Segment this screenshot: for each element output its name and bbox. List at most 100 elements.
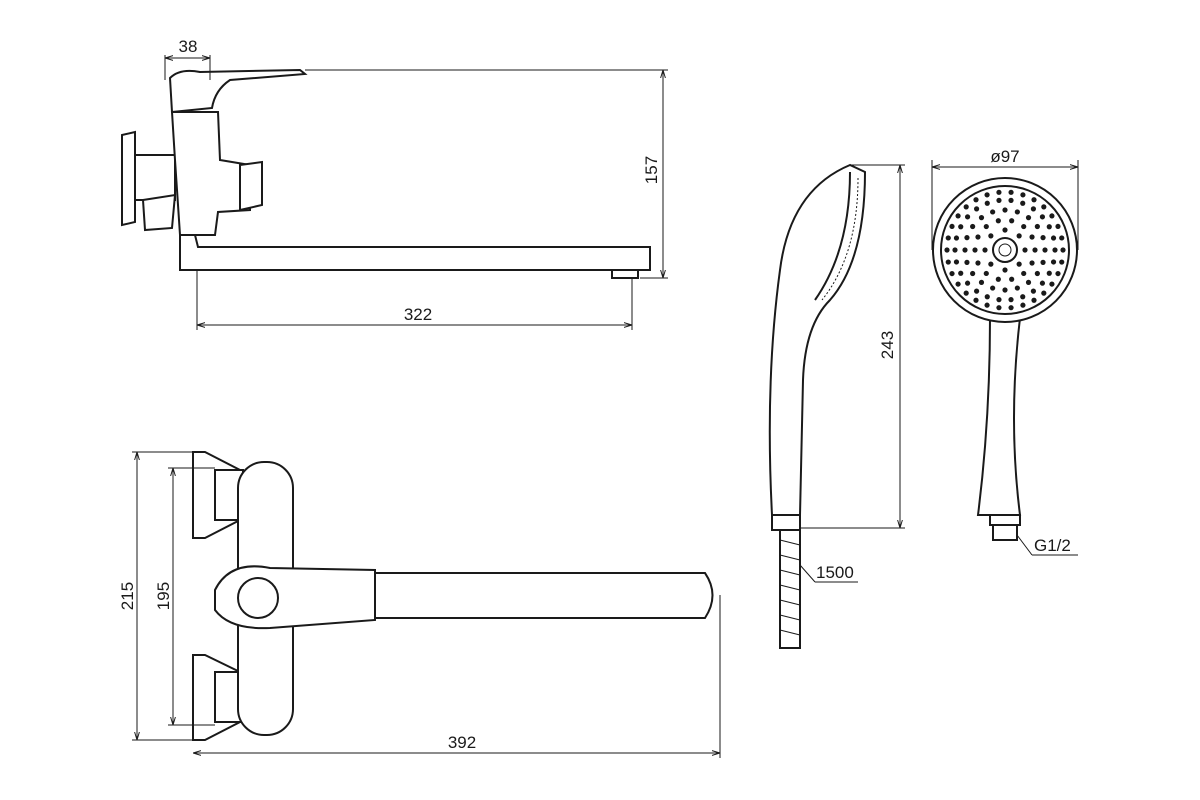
dimension-38: 38 bbox=[164, 37, 211, 80]
nozzle-dot bbox=[944, 247, 950, 253]
nozzle-dot bbox=[1032, 247, 1038, 253]
dimension-157: 157 bbox=[305, 69, 668, 279]
nozzle-dot bbox=[1029, 260, 1035, 266]
dimension-322: 322 bbox=[196, 270, 633, 330]
nozzle-dot bbox=[1008, 197, 1014, 203]
nozzle-dot bbox=[1002, 227, 1008, 233]
nozzle-dot bbox=[1041, 290, 1047, 296]
nozzle-dot bbox=[1025, 215, 1032, 221]
nozzle-dot bbox=[1034, 270, 1040, 277]
dimension-label: 195 bbox=[154, 582, 173, 610]
hose bbox=[779, 530, 801, 649]
nozzle-dot bbox=[964, 214, 971, 220]
nozzle-dot bbox=[953, 235, 960, 241]
nozzle-dot bbox=[1021, 270, 1027, 277]
dimension-195: 195 bbox=[154, 467, 215, 726]
eccentric-thread bbox=[141, 193, 177, 232]
nozzle-dot bbox=[975, 234, 981, 240]
nozzle-dot bbox=[1046, 224, 1052, 230]
shower-head bbox=[932, 177, 1078, 323]
nozzle-dot bbox=[996, 297, 1002, 303]
nozzle-dot bbox=[1055, 270, 1061, 277]
spout bbox=[179, 234, 651, 271]
nozzle-dot bbox=[1049, 213, 1055, 219]
nozzle-dot bbox=[973, 288, 980, 294]
thread-collar bbox=[989, 514, 1021, 526]
nozzle-dot bbox=[978, 279, 985, 285]
nozzle-dot bbox=[1039, 214, 1046, 220]
nozzle-dot bbox=[949, 270, 955, 277]
dimension-243: 243 bbox=[800, 164, 905, 529]
dimension-label: 243 bbox=[878, 331, 897, 359]
nozzle-dot bbox=[1008, 305, 1014, 311]
nozzle-grid bbox=[944, 189, 1066, 311]
nozzle-dot bbox=[1055, 223, 1061, 230]
nozzle-dot bbox=[970, 223, 976, 230]
nozzle-dot bbox=[1030, 288, 1037, 294]
nozzle-dot bbox=[990, 285, 996, 291]
nozzle-dot bbox=[1060, 247, 1066, 253]
nozzle-dot bbox=[1040, 235, 1046, 241]
nozzle-dot bbox=[962, 247, 968, 253]
nozzle-dot bbox=[973, 297, 979, 303]
nozzle-dot bbox=[984, 302, 990, 308]
nozzle-dot bbox=[983, 270, 989, 277]
nozzle-dot bbox=[1049, 281, 1055, 287]
nozzle-dot bbox=[984, 192, 990, 198]
nozzle-dot bbox=[963, 204, 969, 210]
nozzle-dot bbox=[1046, 270, 1052, 276]
nozzle-dot bbox=[1040, 259, 1046, 265]
dimension-label: 38 bbox=[179, 37, 198, 56]
nozzle-dot bbox=[973, 206, 980, 212]
nozzle-dot bbox=[1034, 223, 1040, 230]
nozzle-dot bbox=[1031, 297, 1037, 303]
nozzle-dot bbox=[964, 280, 971, 286]
nozzle-dot bbox=[1042, 247, 1048, 253]
dimension-label: ø97 bbox=[990, 147, 1019, 166]
nozzle-dot bbox=[1014, 209, 1020, 215]
nozzle-dot bbox=[996, 197, 1002, 203]
eccentric-fitting bbox=[134, 154, 176, 201]
nozzle-dot bbox=[1050, 235, 1057, 241]
nozzle-dot bbox=[990, 209, 996, 215]
nozzle-dot bbox=[1021, 223, 1027, 230]
nozzle-dot bbox=[1030, 206, 1037, 212]
nozzle-dot bbox=[984, 200, 990, 206]
nozzle-dot bbox=[996, 305, 1002, 311]
nozzle-dot bbox=[1050, 259, 1057, 265]
lever-top bbox=[214, 565, 376, 630]
dimension-label: 392 bbox=[448, 733, 476, 752]
nozzle-dot bbox=[1008, 297, 1014, 303]
nozzle-dot bbox=[982, 247, 988, 253]
nozzle-dot bbox=[1059, 235, 1065, 241]
nozzle-dot bbox=[1025, 279, 1032, 285]
nozzle-dot bbox=[1014, 285, 1020, 291]
dimension-1500: 1500 bbox=[799, 563, 858, 583]
nozzle-dot bbox=[1008, 189, 1014, 195]
shower-handle-front bbox=[976, 317, 1022, 516]
nozzle-dot bbox=[1052, 247, 1058, 253]
dimension-label: 157 bbox=[642, 156, 661, 184]
nozzle-dot bbox=[1041, 204, 1047, 210]
nozzle-dot bbox=[975, 260, 981, 266]
nozzle-dot bbox=[978, 215, 985, 221]
nozzle-dot bbox=[1002, 287, 1008, 293]
nozzle-dot bbox=[958, 270, 964, 276]
dimension-label: 215 bbox=[118, 582, 137, 610]
nozzle-dot bbox=[1009, 218, 1015, 224]
nozzle-dot bbox=[972, 247, 978, 253]
nozzle-dot bbox=[973, 197, 979, 203]
dimension-diameter-97: ø97 bbox=[931, 147, 1079, 250]
nozzle-dot bbox=[958, 224, 964, 230]
nozzle-dot bbox=[1029, 234, 1035, 240]
nozzle-dot bbox=[1002, 267, 1008, 273]
mixer-top-view bbox=[192, 451, 714, 741]
dimension-label: 322 bbox=[404, 305, 432, 324]
nozzle-dot bbox=[1059, 259, 1065, 265]
dimension-392: 392 bbox=[193, 595, 721, 758]
nozzle-dot bbox=[963, 290, 969, 296]
aerator bbox=[611, 269, 639, 279]
nozzle-dot bbox=[984, 294, 990, 300]
lever-handle bbox=[168, 68, 308, 114]
nozzle-dot bbox=[1009, 276, 1015, 282]
